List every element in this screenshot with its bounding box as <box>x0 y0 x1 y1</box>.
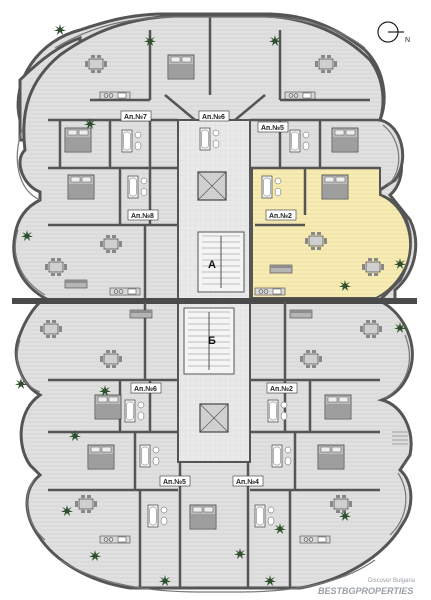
block-label-b: Б <box>208 335 216 347</box>
balcony-rails <box>14 16 410 593</box>
apartment-label-6-top: Ап.№6 <box>202 113 225 121</box>
entry-step <box>392 431 408 445</box>
north-arrow-icon: N <box>377 21 410 44</box>
apartment-labels-bottom: Ап.№6 Ап.№2 Ап.№5 Ап.№4 <box>130 382 298 487</box>
staircase-top <box>197 231 245 293</box>
staircase-bottom <box>183 307 235 375</box>
interior-walls-top <box>48 16 380 298</box>
apartment-label-2-bottom: Ап.№2 <box>270 385 293 393</box>
apartment-label-5-top: Ап.№5 <box>261 124 284 132</box>
apartment-labels-top: Ап.№7 Ап.№6 Ап.№5 Ап.№8 Ап.№2 <box>120 110 297 221</box>
apartment-label-5-bottom: Ап.№5 <box>163 478 186 486</box>
apartment-label-6-bottom: Ап.№6 <box>134 385 157 393</box>
block-divider <box>12 298 417 304</box>
apartment-label-7: Ап.№7 <box>124 113 147 121</box>
north-letter: N <box>405 37 410 44</box>
watermark-line1: Discover Bulgaria <box>368 578 416 584</box>
apartment-label-2-top: Ап.№2 <box>269 212 292 220</box>
block-label-a: А <box>208 259 216 271</box>
watermark-line2: BESTBGPROPERTIES <box>318 586 413 596</box>
apartment-label-8: Ап.№8 <box>131 212 154 220</box>
apartment-label-4: Ап.№4 <box>236 478 259 486</box>
watermark: Discover Bulgaria BESTBGPROPERTIES <box>318 578 416 596</box>
